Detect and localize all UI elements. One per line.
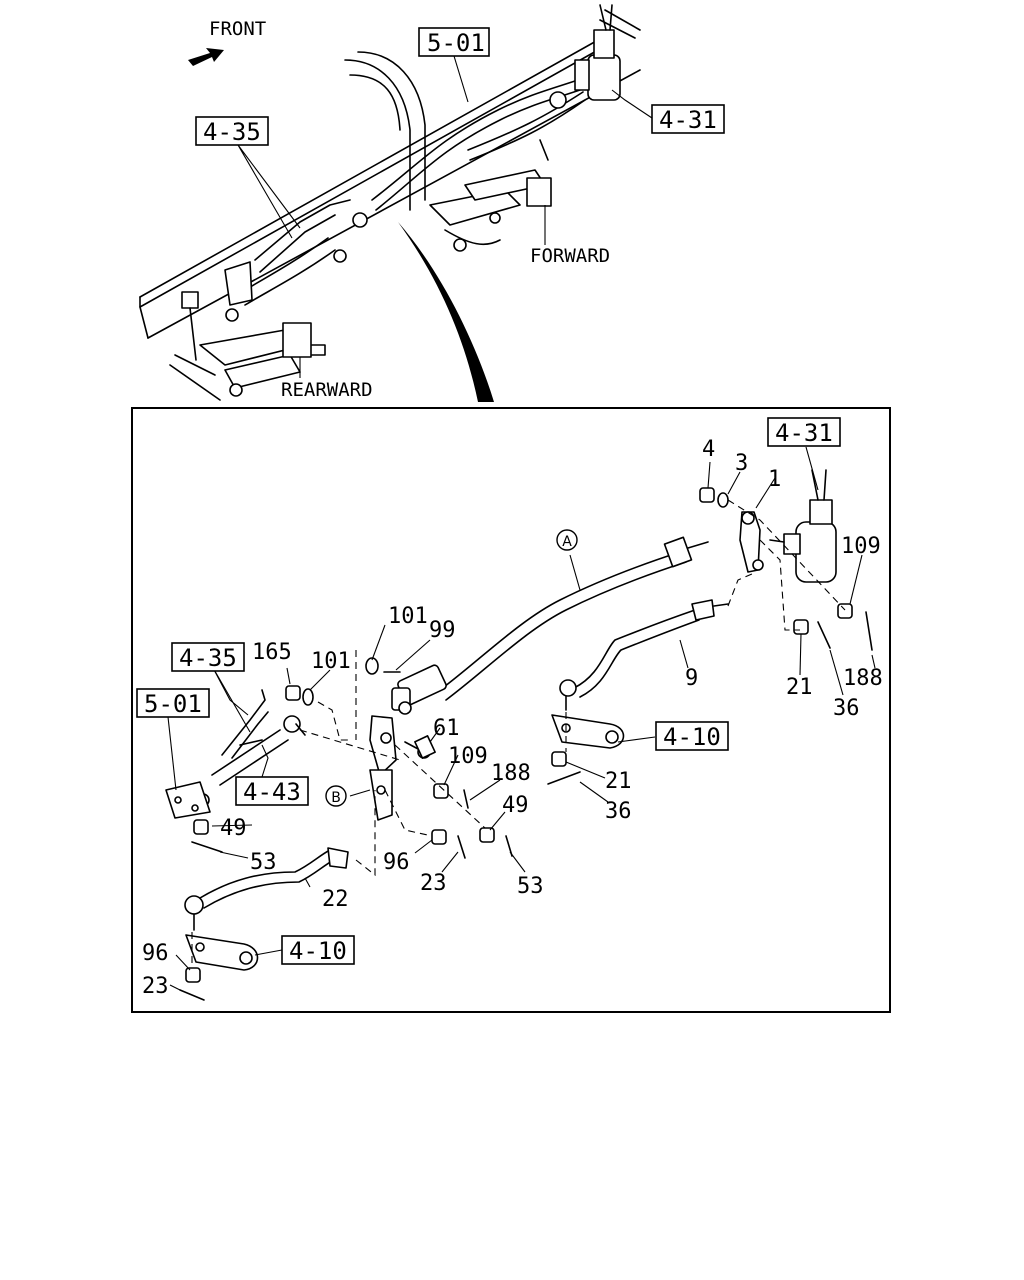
circle-label-a: A	[556, 529, 578, 551]
ref-box-4-35-detail: 4-35	[171, 642, 245, 672]
bracket-4-35	[221, 689, 269, 759]
part-188: 188	[843, 666, 883, 691]
part-23: 23	[142, 974, 169, 999]
detail-illustration	[165, 446, 876, 1001]
ref-box-4-31-detail: 4-31	[767, 417, 841, 447]
ref-box-4-10-upper: 4-10	[655, 721, 729, 751]
part-21: 21	[786, 675, 813, 700]
svg-text:4-10: 4-10	[663, 723, 721, 751]
ref-box-5-01-overview: 5-01	[418, 27, 490, 103]
part-number-labels: 4 3 1 109 188 21 36 9 101 99 165 101 61 …	[142, 437, 883, 999]
part-36: 36	[605, 799, 632, 824]
svg-text:B: B	[331, 790, 341, 806]
ref-box-5-01-detail: 5-01	[136, 688, 210, 718]
part-101: 101	[388, 604, 428, 629]
part-53: 53	[517, 874, 544, 899]
ref-box-4-31-overview: 4-31	[611, 89, 725, 134]
circle-label-b: B	[325, 785, 347, 807]
svg-text:5-01: 5-01	[427, 29, 485, 57]
part-49: 49	[502, 793, 529, 818]
svg-text:5-01: 5-01	[144, 690, 202, 718]
svg-text:4-43: 4-43	[243, 778, 301, 806]
part-36: 36	[833, 696, 860, 721]
part-23: 23	[420, 871, 447, 896]
leader-lines	[167, 446, 876, 991]
hardware-nuts	[185, 487, 853, 983]
overview-callout-leader	[398, 222, 494, 402]
part-165: 165	[252, 640, 292, 665]
part-109: 109	[841, 534, 881, 559]
ref-box-4-35-overview: 4-35	[195, 116, 301, 239]
center-bracket-b	[369, 715, 431, 821]
part-21: 21	[605, 769, 632, 794]
detail-frame	[131, 407, 891, 1013]
bracket-5-01	[165, 781, 211, 819]
svg-text:4-10: 4-10	[289, 937, 347, 965]
part-49: 49	[220, 816, 247, 841]
overview-forward-axle	[429, 139, 552, 252]
part-188: 188	[491, 761, 531, 786]
front-label: FRONT	[209, 18, 266, 40]
front-arrow-icon	[188, 48, 224, 66]
pitman-arm-1	[739, 511, 764, 573]
svg-text:A: A	[562, 534, 572, 550]
part-96: 96	[142, 941, 169, 966]
ref-box-4-10-lower: 4-10	[281, 935, 355, 965]
ref-box-4-43: 4-43	[235, 776, 309, 806]
part-22: 22	[322, 887, 349, 912]
assembly-dashed-lines	[191, 499, 846, 968]
overview-steering-gear	[549, 4, 621, 109]
overview-illustration: FRONT	[139, 4, 725, 402]
svg-text:4-35: 4-35	[179, 644, 237, 672]
forward-label: FORWARD	[530, 245, 610, 267]
knuckle-arm-4-10-upper	[551, 714, 625, 749]
part-3: 3	[735, 451, 748, 476]
part-99: 99	[429, 618, 456, 643]
part-9: 9	[685, 666, 698, 691]
part-109: 109	[448, 744, 488, 769]
part-96: 96	[383, 850, 410, 875]
part-61: 61	[433, 716, 460, 741]
drag-link-a	[391, 536, 709, 715]
svg-text:4-31: 4-31	[659, 106, 717, 134]
overview-bracket	[224, 199, 368, 306]
svg-text:4-35: 4-35	[203, 118, 261, 146]
overview-rearward-axle	[169, 291, 326, 401]
tie-rod-22	[184, 847, 349, 931]
tie-rod-9	[559, 599, 729, 711]
part-53: 53	[250, 850, 277, 875]
part-1: 1	[768, 467, 781, 492]
rearward-label: REARWARD	[281, 379, 373, 401]
svg-text:4-31: 4-31	[775, 419, 833, 447]
part-101: 101	[311, 649, 351, 674]
knuckle-arm-4-10-lower	[185, 934, 259, 971]
part-4: 4	[702, 437, 715, 462]
